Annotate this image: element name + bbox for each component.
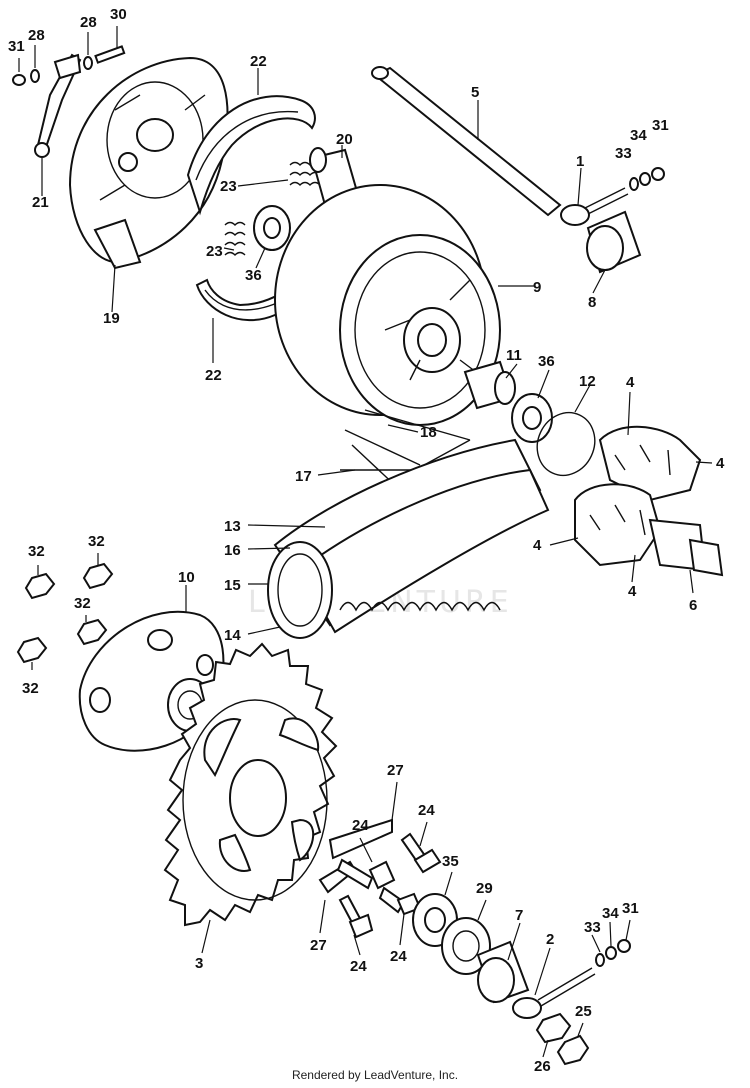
callout-4: 4 [716,455,725,472]
callout-17: 17 [295,468,312,485]
callout-23: 23 [206,243,223,260]
callout-9: 9 [533,279,541,296]
callout-11: 11 [506,347,522,364]
callout-1: 1 [576,153,584,170]
callout-24: 24 [350,958,367,975]
callout-5: 5 [471,84,479,101]
hub-nuts [16,562,114,664]
callout-34: 34 [630,127,647,144]
callout-27: 27 [387,762,404,779]
callout-10: 10 [178,569,195,586]
callout-6: 6 [689,597,697,614]
damper-assembly [574,425,724,577]
callout-3: 3 [195,955,203,972]
callout-20: 20 [336,131,353,148]
callout-31: 31 [622,900,639,917]
callout-28: 28 [28,27,45,44]
callout-32: 32 [22,680,39,697]
callout-35: 35 [442,853,459,870]
callout-30: 30 [110,6,127,23]
callout-36: 36 [245,267,262,284]
callout-32: 32 [28,543,45,560]
rim-and-tire [267,438,550,639]
callout-4: 4 [628,583,637,600]
callout-8: 8 [588,294,596,311]
rear-hub [274,184,501,426]
callout-22: 22 [205,367,222,384]
callout-32: 32 [88,533,105,550]
callout-25: 25 [575,1003,592,1020]
chain-adjuster-left [512,939,631,1066]
callout-14: 14 [224,627,241,644]
callout-4: 4 [626,374,635,391]
sprocket-flange [78,610,225,752]
callout-24: 24 [390,948,407,965]
callout-36: 36 [538,353,555,370]
credit-footer: Rendered by LeadVenture, Inc. [291,1068,459,1082]
axle [371,66,562,217]
leader-lines [18,26,713,1058]
callout-18: 18 [420,424,437,441]
callout-labels: 31 28 28 30 21 19 22 22 20 23 23 36 5 1 … [8,6,725,1075]
callout-12: 12 [579,373,596,390]
callout-28: 28 [80,14,97,31]
callout-23: 23 [220,178,237,195]
callout-16: 16 [224,542,241,559]
callout-24: 24 [352,817,369,834]
sprocket [163,642,338,927]
top-left-hardware [12,45,126,86]
sprocket-side-bearing-and-seal [412,893,530,1004]
spacer-and-bearing [463,360,596,477]
collar [586,210,642,274]
callout-2: 2 [546,931,554,948]
callout-4: 4 [533,537,542,554]
callout-19: 19 [103,310,120,327]
callout-33: 33 [584,919,601,936]
callout-15: 15 [224,577,241,594]
callout-34: 34 [602,905,619,922]
callout-26: 26 [534,1058,551,1075]
callout-33: 33 [615,145,632,162]
callout-13: 13 [224,518,241,535]
callout-31: 31 [652,117,669,134]
callout-31: 31 [8,38,25,55]
callout-21: 21 [32,194,49,211]
bearing-upper [253,205,291,251]
callout-7: 7 [515,907,523,924]
brake-shoe-upper [186,95,316,216]
chain-adjuster-right [560,167,665,226]
callout-32: 32 [74,595,91,612]
spokes [329,409,471,521]
callout-22: 22 [250,53,267,70]
callout-24: 24 [418,802,435,819]
callout-29: 29 [476,880,493,897]
callout-27: 27 [310,937,327,954]
